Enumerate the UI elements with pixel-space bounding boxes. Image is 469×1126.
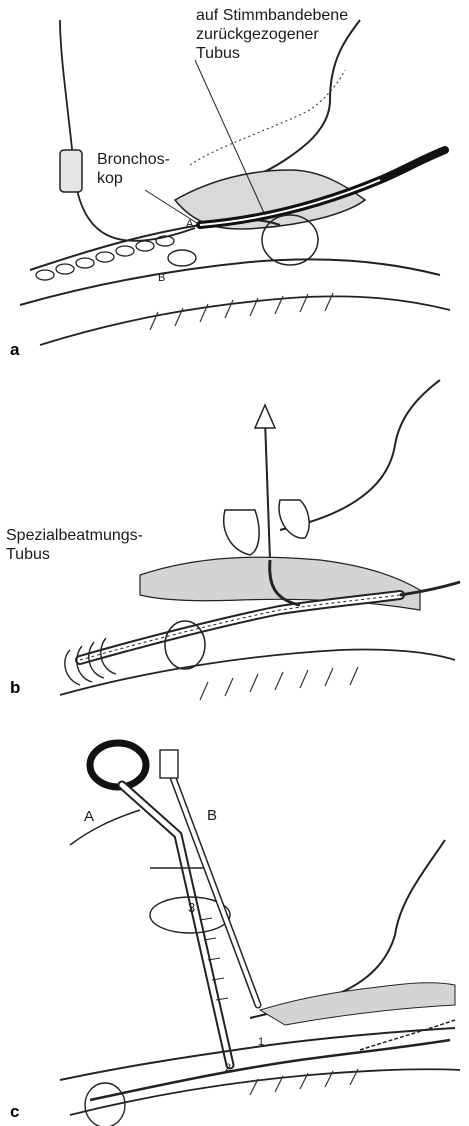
label-rotation-3: 3 — [188, 900, 195, 915]
spine-contour — [40, 296, 450, 345]
marker-a: A — [186, 218, 193, 230]
panel-a: auf Stimmbandebene zurückgezogener Tubus… — [0, 0, 469, 360]
label-marker-1: 1 — [258, 1036, 264, 1048]
label-retracted-tube: auf Stimmbandebene zurückgezogener Tubus — [196, 6, 348, 63]
label-device-a: A — [84, 808, 94, 825]
upper-teeth — [224, 510, 259, 555]
bronchoscope-handpiece — [60, 150, 82, 192]
panel-c-illustration — [0, 720, 469, 1126]
panel-letter-b: b — [10, 678, 20, 698]
label-special-tube: Spezialbeatmungs- Tubus — [6, 526, 143, 564]
withdraw-arrow-head — [255, 405, 275, 428]
dilator-shaft — [122, 785, 230, 1065]
label-device-b: B — [207, 807, 217, 824]
panel-letter-c: c — [10, 1102, 19, 1122]
airway-lower-wall — [60, 649, 455, 695]
device-a-cable — [70, 810, 140, 845]
tissue-region — [260, 983, 455, 1025]
dilator-handle — [90, 743, 146, 787]
neck-soft-tissue — [190, 70, 345, 165]
vertebrae — [200, 667, 358, 700]
panel-b: Spezialbeatmungs- Tubus b — [0, 360, 469, 720]
label-bronchoscope: Bronchos- kop — [97, 150, 170, 188]
bronchoscope-cable — [60, 20, 195, 241]
panel-letter-a: a — [10, 340, 19, 360]
lower-teeth — [279, 500, 309, 538]
bronchoscope-loop — [168, 250, 196, 266]
marker-b: B — [158, 272, 165, 284]
trachea-rings — [36, 236, 174, 280]
panel-c: A B 3 1 2 c — [0, 720, 469, 1126]
label-marker-2: 2 — [225, 1062, 231, 1074]
withdraw-arrow-shaft — [265, 420, 270, 560]
guidewire-b-tip — [160, 750, 178, 778]
